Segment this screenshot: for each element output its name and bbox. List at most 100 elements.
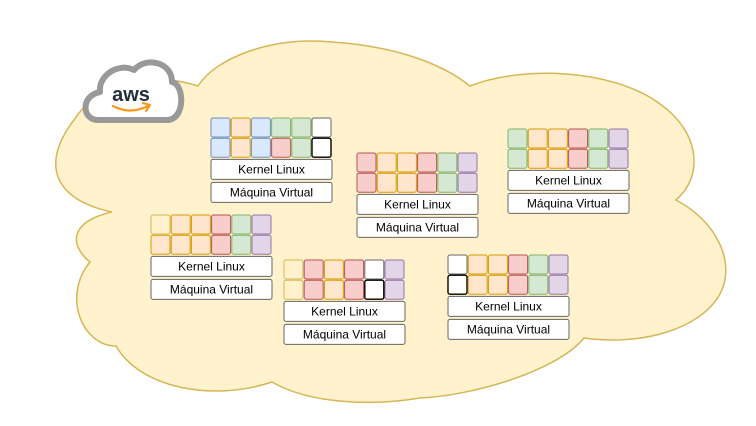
container-cell [150, 214, 171, 235]
kernel-linux-box [210, 158, 333, 180]
kernel-linux-label: Kernel Linux [384, 197, 451, 211]
container-cell [344, 259, 365, 280]
container-cell [417, 172, 438, 193]
container-cell [231, 234, 252, 255]
container-cell [150, 234, 171, 255]
aws-cloud-icon [82, 59, 185, 123]
container-cell [437, 152, 458, 173]
container-cell [271, 117, 292, 138]
container-cell [291, 117, 312, 138]
virtual-machine-box [356, 216, 479, 238]
container-cell [231, 214, 252, 235]
container-cell [344, 279, 365, 300]
container-cell [568, 128, 589, 149]
container-cell [170, 234, 191, 255]
container-cell [356, 172, 377, 193]
container-cell [303, 279, 324, 300]
container-cell [608, 128, 629, 149]
container-cell [250, 137, 271, 158]
container-cell [487, 274, 508, 295]
kernel-linux-box [507, 169, 630, 191]
virtual-machine-box [150, 278, 273, 300]
virtual-machine-box [507, 192, 630, 214]
virtual-machine-label: Máquina Virtual [170, 282, 253, 296]
kernel-linux-label: Kernel Linux [535, 173, 602, 187]
container-cell [311, 117, 332, 138]
container-cell [384, 279, 405, 300]
container-cell [376, 152, 397, 173]
virtual-machine-label: Máquina Virtual [230, 185, 313, 199]
container-cell [271, 137, 292, 158]
container-cell [356, 152, 377, 173]
container-cell [467, 274, 488, 295]
container-cell [291, 137, 312, 158]
container-cell [547, 128, 568, 149]
container-cell [457, 152, 478, 173]
container-cell [528, 254, 549, 275]
container-cell [230, 117, 251, 138]
container-cell [396, 172, 417, 193]
container-cell [251, 234, 272, 255]
container-cell [588, 148, 609, 169]
container-cell [396, 152, 417, 173]
container-cell [250, 117, 271, 138]
virtual-machine-box [210, 181, 333, 203]
container-cell [283, 279, 304, 300]
container-cell [547, 148, 568, 169]
container-cell [608, 148, 629, 169]
container-cell [311, 137, 332, 158]
virtual-machine-label: Máquina Virtual [376, 220, 459, 234]
container-cell [527, 128, 548, 149]
container-cell [376, 172, 397, 193]
kernel-linux-label: Kernel Linux [311, 304, 378, 318]
kernel-linux-label: Kernel Linux [475, 299, 542, 313]
container-cell [384, 259, 405, 280]
container-cell [528, 274, 549, 295]
aws-arrow-icon [141, 101, 152, 113]
container-cell [447, 274, 468, 295]
container-cell [303, 259, 324, 280]
kernel-linux-box [150, 255, 273, 277]
kernel-linux-box [356, 193, 479, 215]
container-cell [508, 254, 529, 275]
aws-logo: aws [82, 59, 185, 123]
container-cell [437, 172, 458, 193]
virtual-machine-box [447, 318, 570, 340]
container-cell [417, 152, 438, 173]
container-cell [568, 148, 589, 169]
container-cell [211, 234, 232, 255]
container-cell [283, 259, 304, 280]
kernel-linux-label: Kernel Linux [238, 162, 305, 176]
container-cell [211, 214, 232, 235]
aws-logo-text: aws [112, 84, 150, 106]
container-cell [251, 214, 272, 235]
container-cell [487, 254, 508, 275]
container-cell [527, 148, 548, 169]
container-cell [447, 254, 468, 275]
container-cell [210, 137, 231, 158]
container-cell [467, 254, 488, 275]
container-cell [548, 254, 569, 275]
container-cell [508, 274, 529, 295]
virtual-machine-label: Máquina Virtual [527, 196, 610, 210]
container-cell [364, 259, 385, 280]
container-cell [170, 214, 191, 235]
container-cell [457, 172, 478, 193]
container-cell [323, 259, 344, 280]
container-cell [507, 148, 528, 169]
container-cell [588, 128, 609, 149]
aws-smile-icon [111, 104, 150, 112]
container-cell [364, 279, 385, 300]
container-cell [230, 137, 251, 158]
container-cell [548, 274, 569, 295]
container-cell [507, 128, 528, 149]
container-cell [323, 279, 344, 300]
